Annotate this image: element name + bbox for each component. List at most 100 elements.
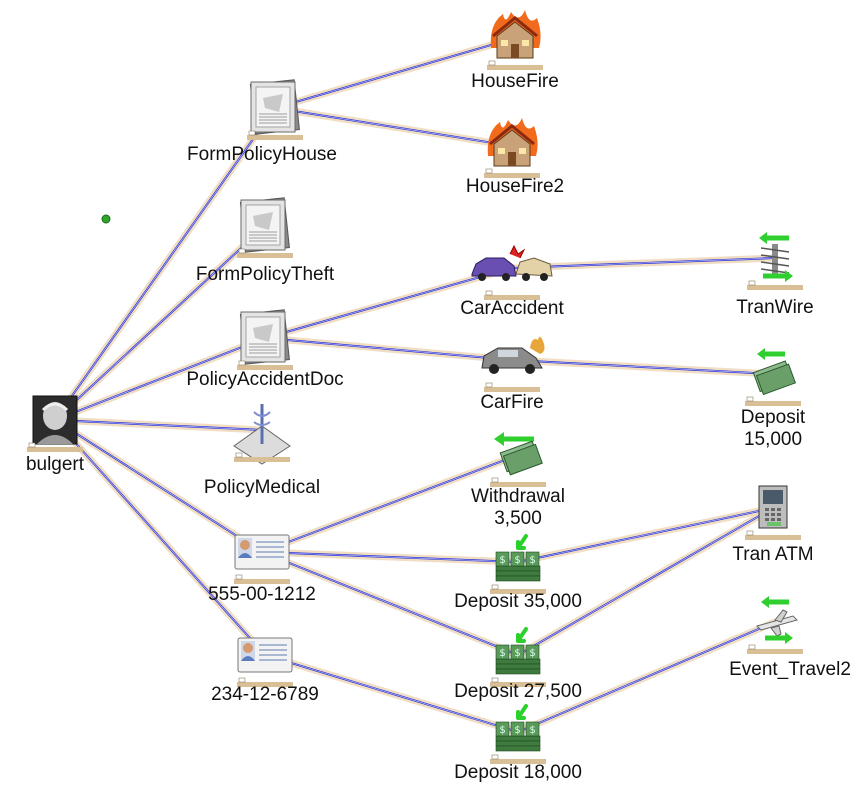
svg-text:$: $ <box>529 555 535 566</box>
node-eventtravel2[interactable]: Event_Travel2 <box>729 596 851 680</box>
node-tag-bar <box>237 365 293 370</box>
node-tag-flag <box>485 168 493 174</box>
id-card-icon <box>237 637 293 673</box>
car-fire-icon <box>481 336 545 374</box>
node-policyaccidentdoc[interactable]: PolicyAccidentDoc <box>186 309 344 390</box>
withdrawal-money-icon <box>494 432 543 476</box>
node-label: TranWire <box>736 297 813 318</box>
node-tag-flag <box>28 442 36 448</box>
edge-policyaccidentdoc-carfire[interactable] <box>261 334 516 364</box>
node-formpolicyhouse[interactable]: FormPolicyHouse <box>187 79 337 165</box>
node-deposit18000[interactable]: $ $ $ Deposit 18,000 <box>454 704 582 783</box>
node-tag-flag <box>235 452 243 458</box>
node-tag-bar <box>237 253 293 258</box>
house-fire-icon <box>490 10 541 59</box>
transfer-money-icon <box>752 348 797 396</box>
travel-event-icon <box>756 596 798 644</box>
edge-deposit18000-eventtravel2[interactable] <box>514 618 779 736</box>
node-label: Deposit <box>741 407 806 428</box>
node-label: Deposit 18,000 <box>454 762 582 783</box>
node-tag-flag <box>238 677 246 683</box>
node-label: Tran ATM <box>732 544 813 565</box>
svg-text:$: $ <box>514 725 520 736</box>
node-label: Deposit 35,000 <box>454 591 582 612</box>
node-ssn2[interactable]: 234-12-6789 <box>211 637 319 705</box>
node-caraccident[interactable]: CarAccident <box>460 244 564 319</box>
wire-transfer-icon <box>759 232 793 282</box>
node-tag-bar <box>247 135 303 140</box>
node-housefire[interactable]: HouseFire <box>471 10 559 92</box>
car-accident-icon <box>471 244 553 281</box>
edge-formpolicyhouse-housefire2[interactable] <box>271 104 516 150</box>
node-tag-bar <box>234 579 290 584</box>
node-label: 234-12-6789 <box>211 684 319 705</box>
edge-ssn1-deposit27500[interactable] <box>258 548 522 659</box>
node-label: Deposit 27,500 <box>454 681 582 702</box>
node-tag-flag <box>488 60 496 66</box>
svg-text:$: $ <box>499 555 505 566</box>
node-tag-flag <box>235 574 243 580</box>
edge-ssn1-withdrawal[interactable] <box>258 451 522 556</box>
edge-ssn1-deposit35000[interactable] <box>258 548 522 566</box>
edge-bulgert-formpolicytheft[interactable] <box>51 222 269 424</box>
node-label: 3,500 <box>494 508 542 529</box>
edge-policyaccidentdoc-caraccident[interactable] <box>261 264 516 342</box>
node-tag-flag <box>748 280 756 286</box>
edge-bulgert-ssn1[interactable] <box>51 416 266 556</box>
svg-text:$: $ <box>514 648 520 659</box>
deposit-money-icon: $ $ $ <box>495 534 541 582</box>
node-policymedical[interactable]: PolicyMedical <box>204 404 320 498</box>
node-tag-bar <box>747 285 803 290</box>
node-tag-flag <box>491 477 499 483</box>
node-tag-flag <box>485 382 493 388</box>
house-fire-icon <box>487 118 538 167</box>
node-tag-bar <box>484 295 540 300</box>
node-housefire2[interactable]: HouseFire2 <box>466 118 564 197</box>
node-label: Withdrawal <box>471 486 565 507</box>
policy-document-icon <box>249 79 300 135</box>
node-label: CarFire <box>480 392 543 413</box>
edge-caraccident-tranwire[interactable] <box>508 254 779 272</box>
node-formpolicytheft[interactable]: FormPolicyTheft <box>196 197 335 285</box>
node-ssn1[interactable]: 555-00-1212 <box>208 534 316 605</box>
edge-carfire-deposit15000[interactable] <box>508 356 777 378</box>
node-deposit35000[interactable]: $ $ $ Deposit 35,000 <box>454 534 582 612</box>
node-deposit27500[interactable]: $$$Deposit 27,500 <box>454 627 582 702</box>
policy-document-icon <box>239 309 290 365</box>
node-tranwire[interactable]: TranWire <box>736 232 814 318</box>
node-tag-flag <box>485 290 493 296</box>
id-card-icon <box>234 534 290 570</box>
edge-bulgert-formpolicyhouse[interactable] <box>51 104 279 424</box>
node-tag-flag <box>746 396 754 402</box>
edge-bulgert-policymedical[interactable] <box>51 416 266 434</box>
edge-ssn2-deposit18000[interactable] <box>261 651 522 736</box>
policy-document-icon <box>239 197 290 253</box>
node-tag-bar <box>234 457 290 462</box>
svg-text:$: $ <box>529 648 535 659</box>
edge-bulgert-policyaccidentdoc[interactable] <box>51 334 269 424</box>
medical-policy-icon <box>233 404 291 465</box>
node-tag-bar <box>484 387 540 392</box>
node-tranatm[interactable]: Tran ATM <box>732 485 814 565</box>
edge-deposit27500-tranatm[interactable] <box>514 504 777 659</box>
node-tag-flag <box>248 130 256 136</box>
node-tag-bar <box>490 589 546 594</box>
edge-formpolicyhouse-housefire[interactable] <box>271 34 519 112</box>
edge-bulgert-ssn2[interactable] <box>51 416 269 659</box>
edge-deposit35000-tranatm[interactable] <box>514 504 777 566</box>
node-carfire[interactable]: CarFire <box>480 336 545 413</box>
svg-text:$: $ <box>514 555 520 566</box>
node-bulgert[interactable]: bulgert <box>26 395 85 475</box>
node-label: FormPolicyHouse <box>187 144 337 165</box>
edges-layer <box>51 34 779 736</box>
node-label: HouseFire <box>471 71 559 92</box>
node-label: PolicyAccidentDoc <box>186 369 343 390</box>
svg-text:$: $ <box>529 725 535 736</box>
node-tag-flag <box>491 677 499 683</box>
node-tag-bar <box>487 65 543 70</box>
node-label: 555-00-1212 <box>208 584 316 605</box>
node-label: 15,000 <box>744 429 802 450</box>
svg-text:$: $ <box>499 725 505 736</box>
